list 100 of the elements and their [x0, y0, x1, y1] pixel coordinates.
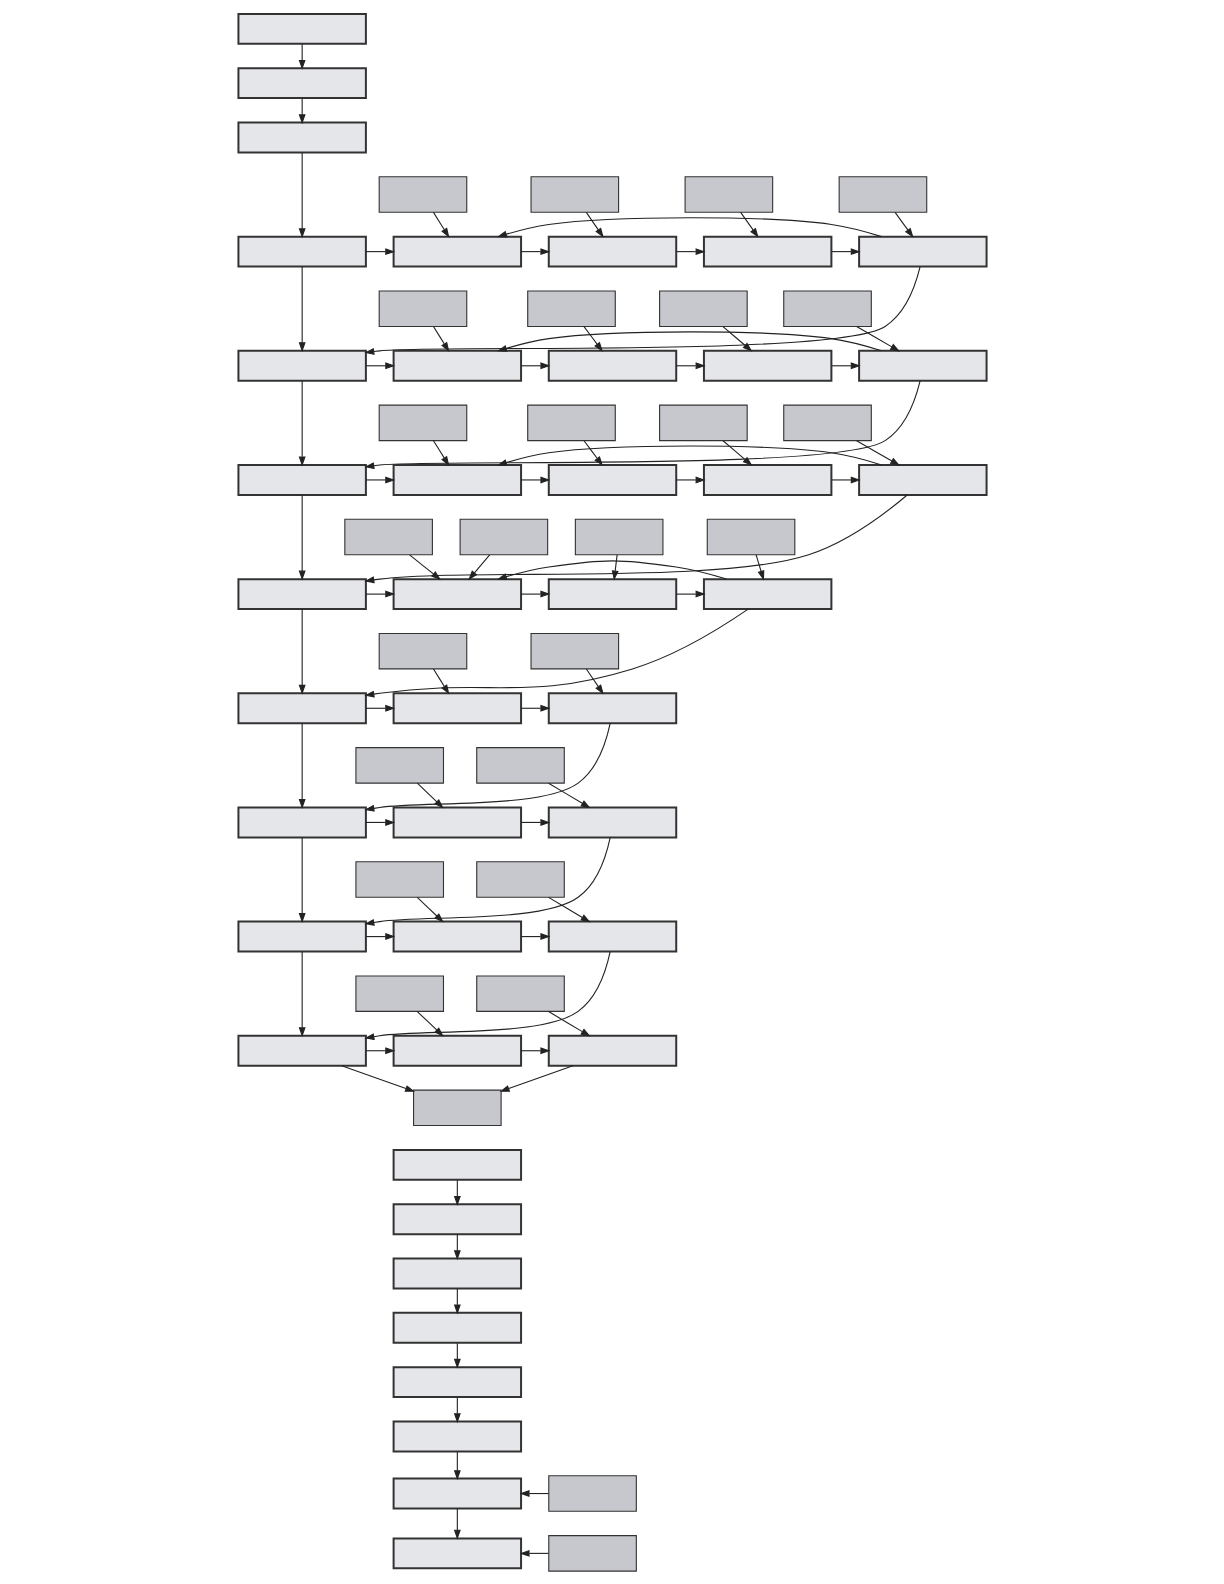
node-box	[702, 463, 832, 496]
node-box	[547, 1034, 677, 1067]
arrow	[675, 247, 706, 255]
node-box	[378, 632, 467, 669]
node-box	[782, 289, 872, 327]
node-box	[392, 577, 522, 610]
arrow	[432, 668, 449, 694]
node-box	[857, 349, 988, 382]
arrow	[363, 722, 611, 812]
node-box	[530, 175, 619, 213]
arrow	[855, 439, 900, 466]
arrow	[298, 836, 306, 923]
node-box	[392, 1257, 522, 1289]
node-box	[236, 235, 367, 268]
arrow	[496, 216, 882, 237]
arrow	[520, 247, 550, 255]
node-box	[547, 235, 677, 268]
arrow	[298, 950, 306, 1037]
arrow	[432, 439, 449, 466]
node-box	[392, 349, 522, 382]
arrow	[520, 361, 550, 369]
arrow	[365, 818, 395, 826]
node-box	[378, 289, 467, 327]
arrow	[585, 211, 604, 238]
arrow	[453, 1507, 461, 1540]
arrow	[298, 494, 306, 581]
arrow	[432, 211, 449, 238]
arrow	[855, 325, 900, 352]
node-box	[547, 349, 677, 382]
node-box	[706, 518, 795, 555]
arrow	[416, 782, 444, 808]
arrow	[755, 553, 764, 581]
node-box	[236, 12, 367, 45]
node-box	[658, 289, 748, 327]
node-box	[236, 805, 367, 838]
node-box	[702, 349, 832, 382]
node-box	[236, 1034, 367, 1067]
arrow	[520, 1046, 550, 1054]
node-box	[354, 860, 444, 898]
node-box	[343, 518, 433, 555]
node-box	[838, 175, 927, 213]
arrow	[365, 590, 395, 598]
node-box	[459, 518, 548, 555]
arrow	[499, 1064, 573, 1092]
node-box	[857, 235, 988, 268]
arrow	[363, 950, 611, 1040]
arrow	[894, 211, 914, 238]
arrow	[496, 444, 882, 466]
node-box	[475, 860, 565, 898]
node-box	[475, 974, 565, 1012]
arrow	[520, 704, 550, 712]
node-box	[526, 404, 616, 441]
node-box	[392, 1420, 522, 1452]
node-box	[236, 463, 367, 496]
arrow	[496, 559, 727, 580]
arrow	[365, 1046, 395, 1054]
arrow	[519, 1489, 549, 1497]
arrow	[365, 247, 395, 255]
arrow	[432, 325, 449, 352]
arrow	[520, 818, 550, 826]
node-box	[392, 1202, 522, 1235]
arrow	[830, 247, 861, 255]
node-box	[547, 805, 677, 838]
node-box	[392, 1034, 522, 1067]
arrow	[453, 1450, 461, 1480]
node-box	[354, 746, 444, 784]
node-box	[392, 235, 522, 268]
node-box	[392, 920, 522, 953]
arrow	[365, 361, 395, 369]
arrow	[298, 151, 306, 238]
node-box	[392, 1311, 522, 1344]
arrow	[298, 380, 306, 466]
arrow	[585, 668, 604, 694]
arrow	[365, 932, 395, 940]
arrow	[298, 608, 306, 695]
node-box	[236, 121, 367, 153]
arrow	[363, 608, 749, 698]
node-box	[547, 577, 677, 610]
node-box	[392, 1365, 522, 1398]
node-box	[475, 746, 565, 784]
node-box	[236, 66, 367, 99]
arrow	[520, 475, 550, 483]
node-box	[236, 577, 367, 610]
arrow	[520, 932, 550, 940]
node-box	[574, 518, 663, 555]
node-box	[658, 404, 748, 441]
arrow	[298, 722, 306, 809]
node-box	[857, 463, 988, 496]
arrow	[519, 1549, 549, 1557]
node-box	[378, 404, 467, 441]
arrow	[340, 1064, 415, 1092]
arrow	[721, 439, 752, 466]
node-box	[392, 1477, 522, 1509]
node-box	[547, 1534, 637, 1572]
arrow	[496, 330, 882, 352]
node-box	[354, 974, 444, 1012]
node-box	[684, 175, 773, 213]
node-box	[547, 1474, 637, 1512]
node-box	[392, 1148, 522, 1181]
arrow	[408, 553, 441, 580]
